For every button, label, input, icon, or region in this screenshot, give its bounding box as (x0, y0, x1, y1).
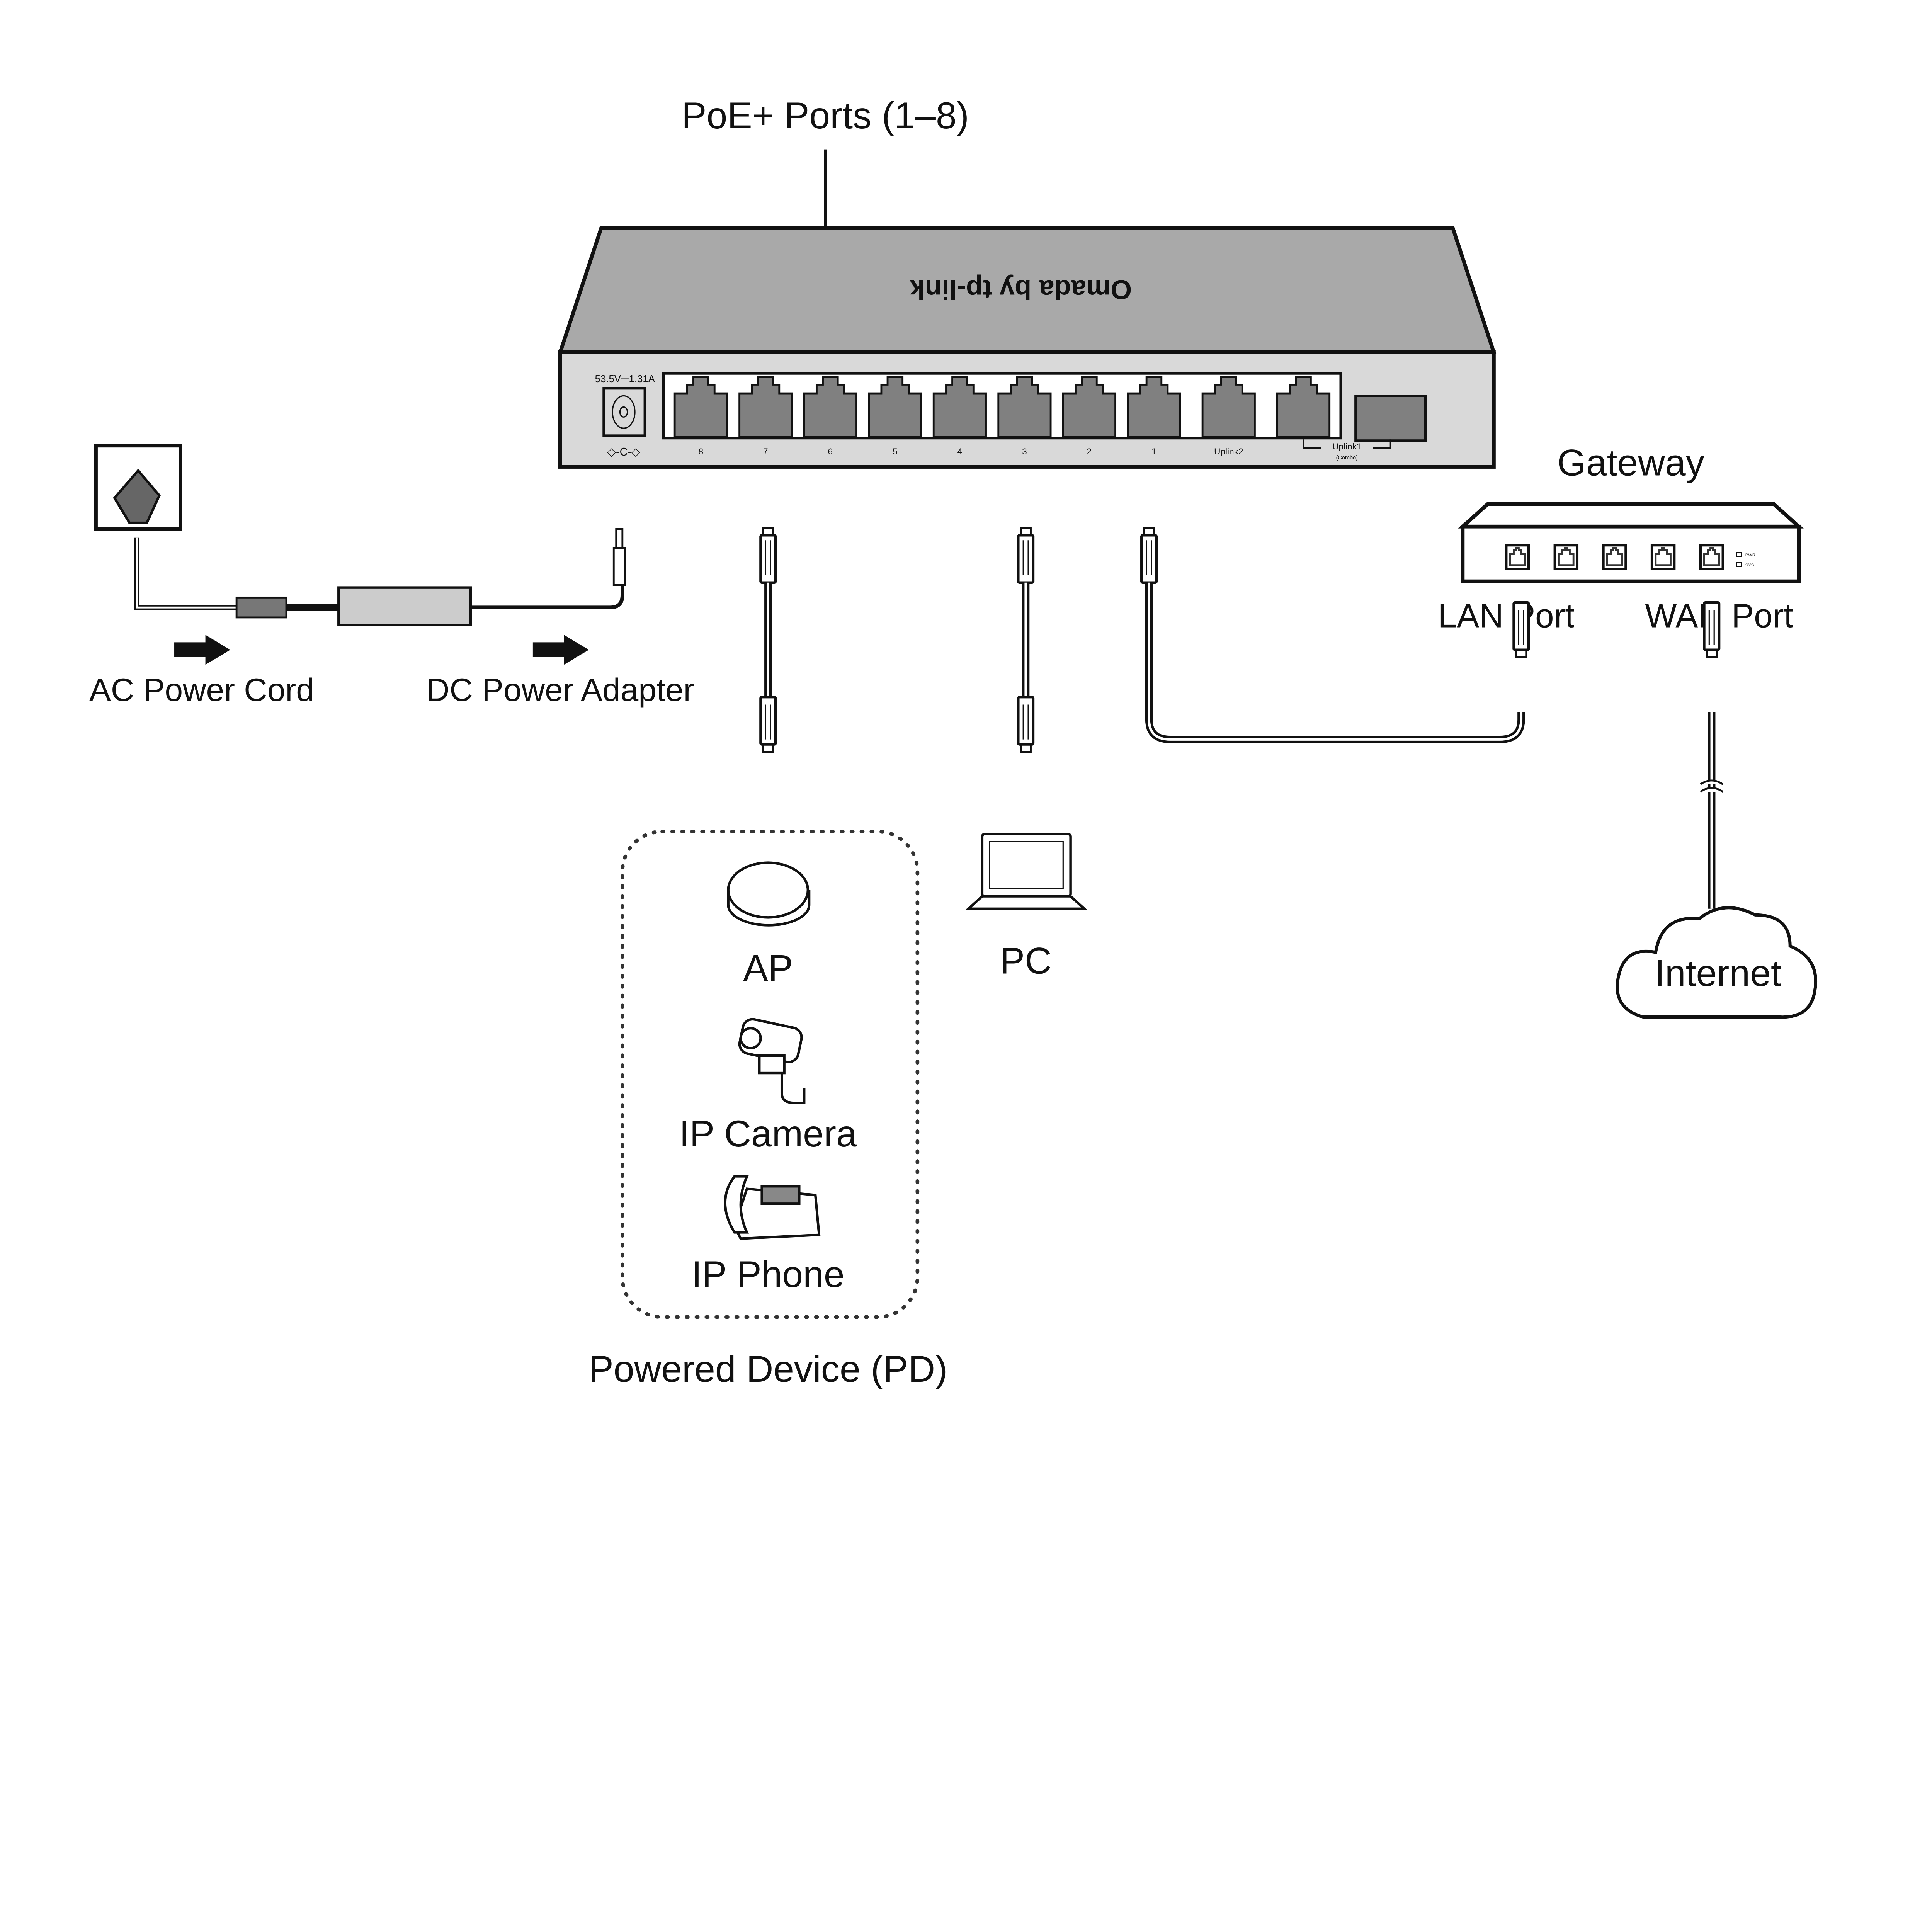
port-label: 2 (1087, 447, 1092, 456)
dc-power-adapter-icon (337, 586, 472, 626)
polarity-icon: ◇-C-◇ (607, 446, 641, 458)
laptop-icon (965, 833, 1088, 910)
network-diagram: PoE+ Ports (1–8) Omada by tp-link 53.5V⎓… (89, 95, 1818, 1390)
port-label: 1 (1151, 447, 1156, 456)
lan-port-label: LAN Port (1438, 597, 1575, 635)
ac-connector (235, 596, 287, 619)
pc-cable (1018, 528, 1033, 752)
pwr-led (1736, 552, 1742, 557)
internet-cloud-icon (1616, 906, 1818, 1019)
sys-led (1736, 562, 1742, 567)
gateway-wan-port[interactable] (1701, 545, 1723, 569)
pd-group-border (620, 830, 920, 1319)
ap-label: AP (743, 948, 793, 989)
uplink-cable (1141, 528, 1529, 743)
ac-outlet-icon (94, 444, 182, 531)
pd-group-label: Powered Device (PD) (588, 1349, 947, 1390)
port-label: 6 (828, 447, 833, 456)
poe-ports-title: PoE+ Ports (1–8) (682, 95, 969, 136)
diagram-canvas: PoE+ Ports (1–8) Omada by tp-link 53.5V⎓… (89, 95, 1818, 1390)
uplink2-label: Uplink2 (1214, 447, 1243, 456)
poe-switch: Omada by tp-link 53.5V⎓1.31A ◇-C-◇ 8 7 6… (558, 226, 1497, 469)
ap-icon (727, 861, 811, 927)
port-label: 7 (763, 447, 768, 456)
ip-camera-icon (738, 1018, 806, 1104)
port-label: 8 (699, 447, 704, 456)
port-label: 3 (1022, 447, 1027, 456)
sfp-slot[interactable] (1354, 395, 1427, 442)
ac-power-cord (134, 537, 237, 610)
arrow-icon (174, 635, 231, 665)
gateway-device: PWR SYS (1458, 502, 1804, 583)
pd-cable (760, 528, 776, 752)
internet-label: Internet (1655, 953, 1781, 994)
gateway-lan-port[interactable] (1555, 545, 1577, 569)
ac-power-cord-label: AC Power Cord (89, 672, 314, 708)
uplink1-label: Uplink1 (1332, 442, 1361, 451)
power-rating-label: 53.5V⎓1.31A (595, 374, 655, 384)
ip-phone-label: IP Phone (692, 1254, 845, 1295)
pwr-led-label: PWR (1745, 553, 1755, 558)
uplink1-combo-label: (Combo) (1336, 455, 1358, 461)
dc-plug-icon (612, 547, 626, 586)
pc-label: PC (1000, 940, 1052, 981)
ip-phone-icon (724, 1175, 821, 1240)
port-label: 5 (893, 447, 898, 456)
gateway-title: Gateway (1557, 442, 1705, 484)
gateway-lan-port[interactable] (1506, 545, 1529, 569)
ip-camera-label: IP Camera (679, 1113, 857, 1155)
switch-logo: Omada by tp-link (910, 274, 1132, 304)
gateway-lan-port[interactable] (1603, 545, 1626, 569)
dc-power-adapter-label: DC Power Adapter (426, 672, 694, 708)
port-label: 4 (957, 447, 963, 456)
sys-led-label: SYS (1745, 563, 1754, 568)
gateway-lan-port[interactable] (1652, 545, 1674, 569)
wan-cable (1700, 602, 1724, 909)
arrow-icon (532, 635, 589, 665)
dc-cable (470, 585, 624, 609)
